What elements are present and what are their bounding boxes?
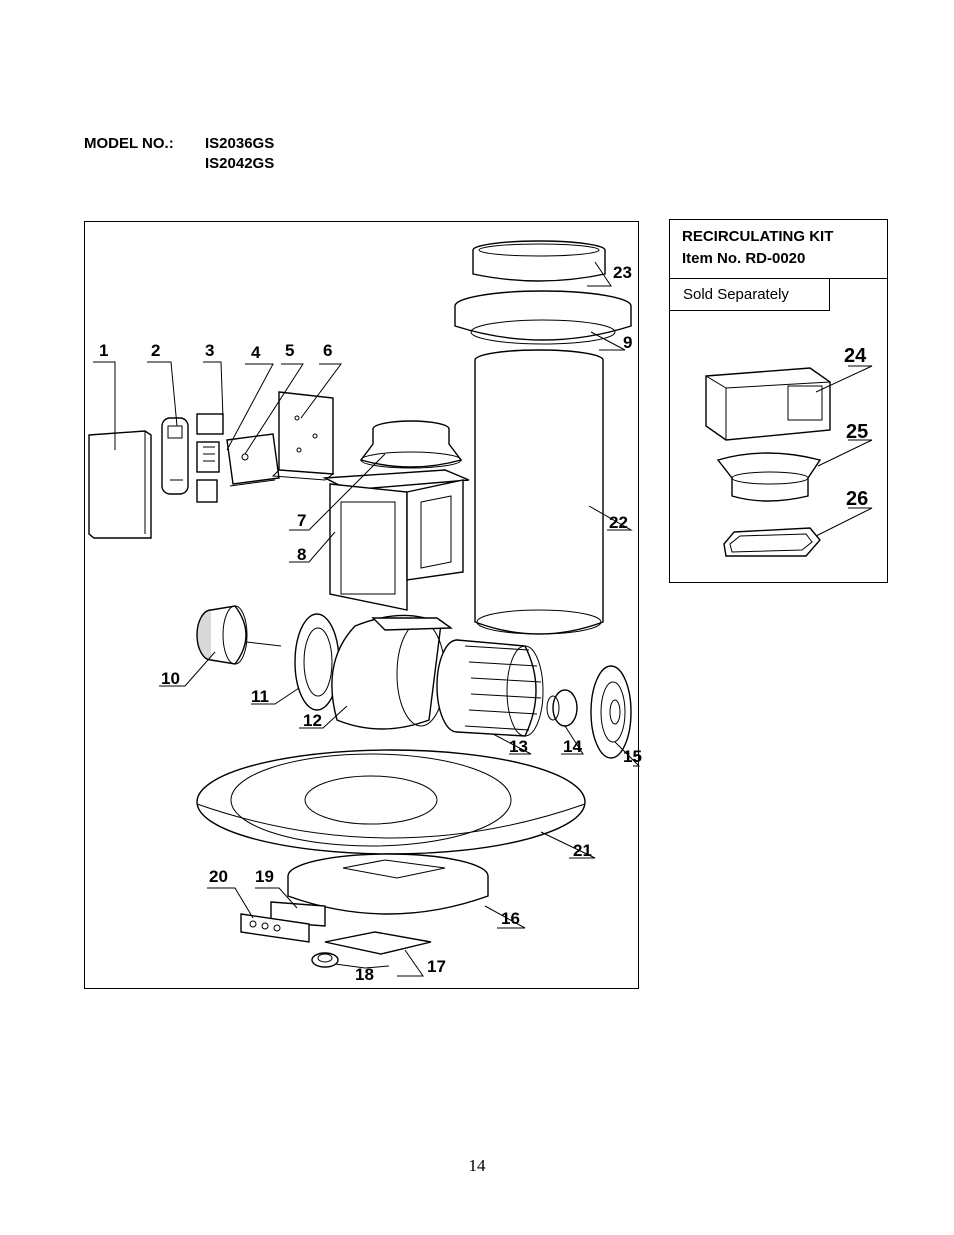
callout-18: 18 xyxy=(355,965,374,984)
part-10-motor xyxy=(196,605,282,665)
part-12-blower-housing xyxy=(331,614,454,730)
part-19-20-controls xyxy=(240,901,326,943)
callout-14: 14 xyxy=(563,737,582,756)
callout-8: 8 xyxy=(297,545,306,564)
part-2-capacitor xyxy=(161,417,189,495)
part-18-light xyxy=(311,952,339,968)
callout-22: 22 xyxy=(609,513,628,532)
callout-6: 6 xyxy=(323,341,332,360)
recirculating-kit-box: RECIRCULATING KIT Item No. RD-0020 Sold … xyxy=(669,219,888,583)
part-5-circuit-board xyxy=(226,433,280,487)
leader-lines xyxy=(93,261,641,977)
callout-24: 24 xyxy=(844,345,867,367)
kit-title: RECIRCULATING KIT xyxy=(682,228,834,245)
callout-11: 11 xyxy=(251,687,269,706)
callout-10: 10 xyxy=(161,669,180,688)
part-25-adapter xyxy=(716,452,822,502)
model-number-2: IS2042GS xyxy=(205,155,275,172)
callout-19: 19 xyxy=(255,867,274,886)
part-7-collar xyxy=(359,420,463,469)
model-label: MODEL NO.: xyxy=(84,135,174,152)
callout-20: 20 xyxy=(209,867,228,886)
callout-26: 26 xyxy=(846,488,868,510)
diagram-drawing: 1 2 3 4 5 6 7 8 9 10 11 12 13 14 15 16 1… xyxy=(88,240,642,984)
part-11-gasket xyxy=(294,613,340,711)
page-number: 14 xyxy=(468,1156,486,1175)
callout-3: 3 xyxy=(205,341,214,360)
callout-4: 4 xyxy=(251,343,261,362)
part-6-bracket xyxy=(271,391,335,481)
kit-divider xyxy=(670,278,887,279)
model-number-1: IS2036GS xyxy=(205,135,275,152)
callout-1: 1 xyxy=(99,341,108,360)
part-16-base xyxy=(287,853,489,915)
part-13-blower-wheel xyxy=(436,639,544,737)
sold-separately-note: Sold Separately xyxy=(670,279,830,311)
part-14-hub xyxy=(546,689,578,727)
kit-item-number: Item No. RD-0020 xyxy=(682,250,806,267)
callout-17: 17 xyxy=(427,957,446,976)
callout-15: 15 xyxy=(623,747,642,766)
part-3-relay xyxy=(196,413,224,503)
part-15-inlet xyxy=(590,665,632,759)
kit-header: RECIRCULATING KIT Item No. RD-0020 xyxy=(682,226,833,270)
part-23-ring xyxy=(472,240,606,282)
callout-5: 5 xyxy=(285,341,294,360)
part-1-control-box xyxy=(88,430,152,539)
callout-7: 7 xyxy=(297,511,306,530)
callout-16: 16 xyxy=(501,909,520,928)
part-26-gasket xyxy=(723,527,821,557)
callout-2: 2 xyxy=(151,341,160,360)
callout-25: 25 xyxy=(846,421,868,443)
callout-12: 12 xyxy=(303,711,322,730)
callout-21: 21 xyxy=(573,841,592,860)
part-17-filter xyxy=(324,931,432,955)
callout-13: 13 xyxy=(509,737,528,756)
callout-23: 23 xyxy=(613,263,632,282)
exploded-parts-diagram: 1 2 3 4 5 6 7 8 9 10 11 12 13 14 15 16 1… xyxy=(84,221,642,989)
part-9-trim-ring xyxy=(454,290,632,345)
part-8-frame xyxy=(322,469,470,611)
part-21-canopy xyxy=(196,749,586,855)
part-24-charcoal-box xyxy=(705,367,831,441)
part-22-chimney xyxy=(474,349,604,635)
callout-9: 9 xyxy=(623,333,632,352)
kit-drawing: 24 25 26 xyxy=(705,345,873,557)
callout-numbers: 1 2 3 4 5 6 7 8 9 10 11 12 13 14 15 16 1… xyxy=(99,263,642,984)
